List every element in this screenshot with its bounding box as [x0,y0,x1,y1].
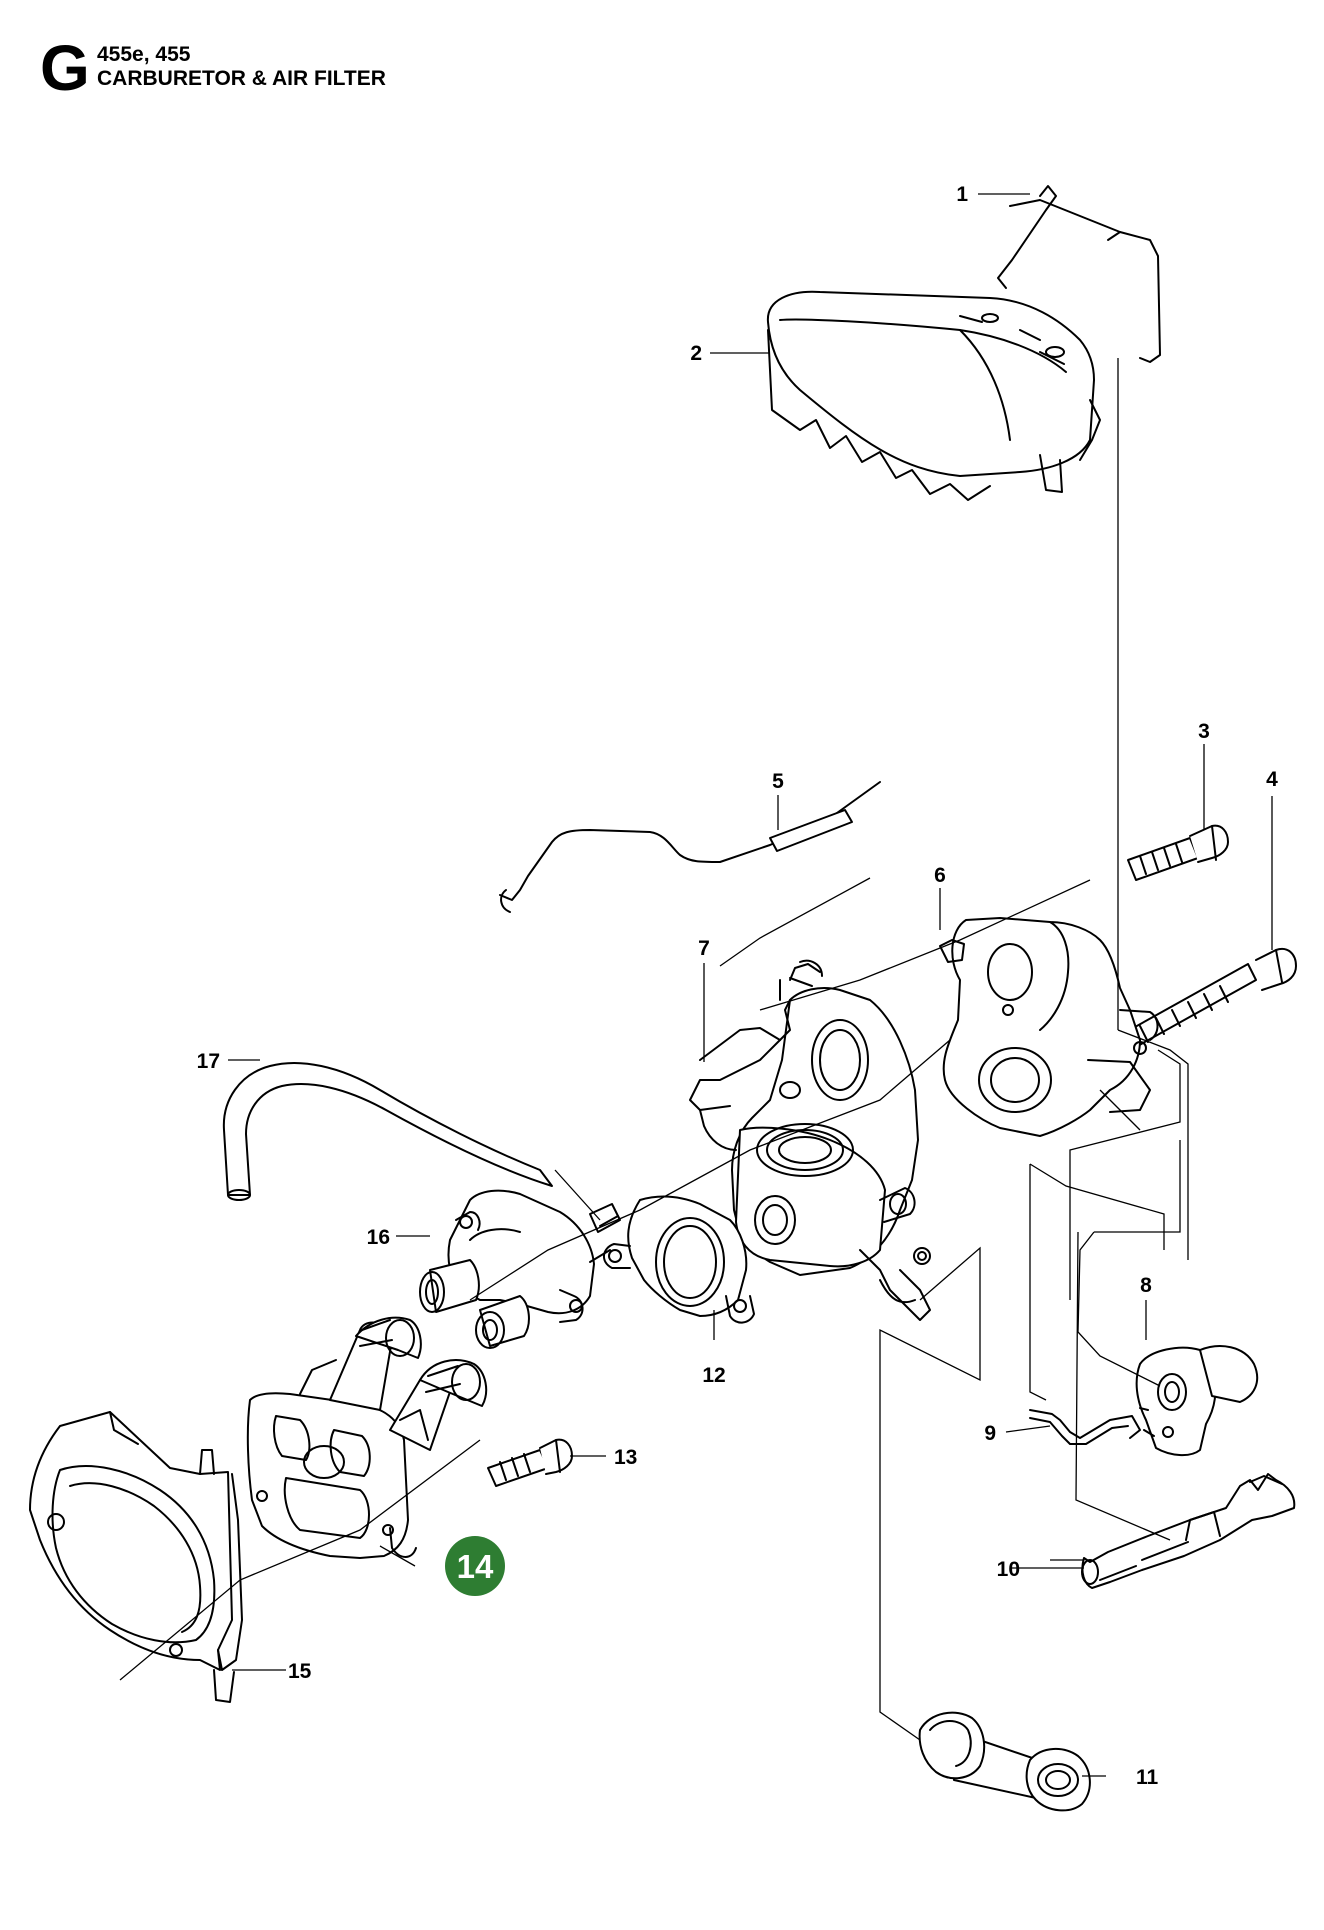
part-1-wire-clip [997,185,1161,363]
callout-9: 9 [984,1422,996,1445]
callout-3: 3 [1198,720,1210,743]
callout-labels: 1 2 3 4 5 6 7 8 9 10 11 12 13 15 16 17 [197,183,1279,1789]
part-16-t-connector [419,1189,621,1349]
part-4-long-bolt [1125,948,1297,1049]
part-12-flange [603,1195,755,1324]
assembly-lines [119,358,1189,1741]
part-2-air-filter-cover [766,290,1101,501]
diagram-title: CARBURETOR & AIR FILTER [97,67,386,90]
part-8-choke-lever [1135,1345,1259,1456]
part-13-bolt [487,1438,573,1487]
part-7-carburetor [689,959,931,1321]
part-15-intake-frame [29,1411,243,1703]
callout-5: 5 [772,770,784,793]
highlighted-callout-14[interactable]: 14 [445,1536,505,1596]
callout-15: 15 [288,1660,312,1683]
part-6-adapter [939,917,1159,1137]
callout-13: 13 [614,1446,637,1469]
part-11-grommet [918,1711,1091,1812]
part-17-hose [222,1062,553,1201]
callout-7: 7 [698,937,710,960]
model-numbers: 455e, 455 [97,43,191,66]
callout-1: 1 [956,183,968,206]
callout-16: 16 [367,1226,390,1249]
part-10-throttle-rod [1081,1473,1296,1589]
part-3-bolt [1127,824,1229,881]
callout-17: 17 [197,1050,220,1073]
callout-12: 12 [702,1364,725,1387]
part-14-intake-manifold [246,1316,488,1559]
callout-8: 8 [1140,1274,1152,1297]
part-9-link [1029,1409,1141,1445]
callout-2: 2 [690,342,702,365]
section-letter: G [40,32,90,104]
callout-4: 4 [1266,768,1278,791]
highlight-badge[interactable] [445,1536,505,1596]
callout-10: 10 [997,1558,1020,1581]
callout-11: 11 [1136,1766,1159,1789]
callout-6: 6 [934,864,946,887]
highlight-number[interactable]: 14 [457,1548,494,1585]
leader-lines [228,193,1273,1777]
part-5-choke-rod [499,781,881,913]
